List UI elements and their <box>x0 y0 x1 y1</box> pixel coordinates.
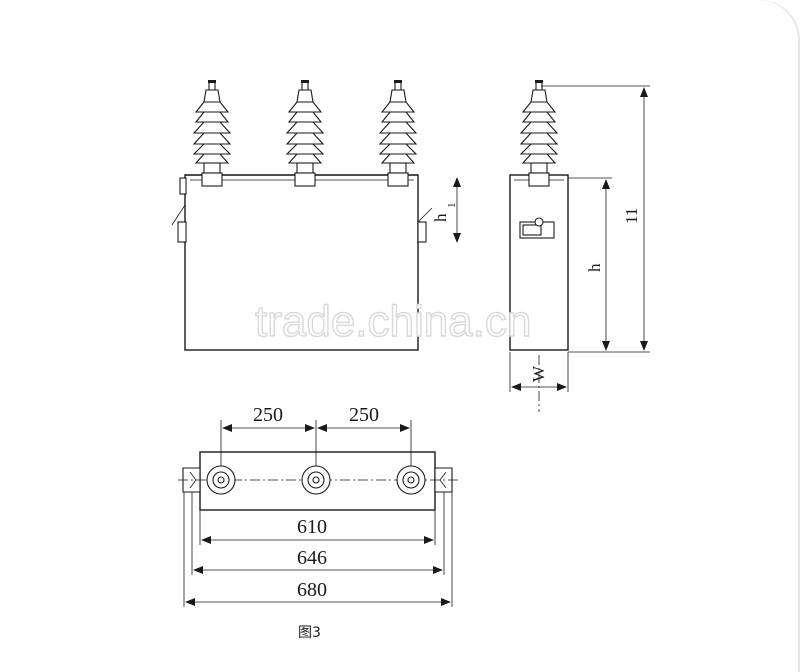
mid-width-label: 646 <box>297 547 327 569</box>
bushing-2-icon <box>286 79 324 187</box>
inner-width-label: 610 <box>297 516 327 538</box>
figure-caption: 图3 <box>298 625 321 641</box>
capacitor-body-side <box>509 174 569 351</box>
width-label: W <box>529 365 548 382</box>
bushing-3-icon <box>379 79 417 187</box>
watermark-text: trade.china.cn <box>255 297 531 346</box>
mounting-bracket-right <box>417 221 427 243</box>
top-view: 250 250 610 646 680 <box>178 404 458 607</box>
h-label: h <box>585 263 604 272</box>
bushing-1-icon <box>193 79 231 187</box>
terminal-3-icon <box>396 465 426 495</box>
terminal-2-icon <box>301 465 331 495</box>
front-view: h 1 <box>171 79 461 351</box>
pitch-right-label: 250 <box>349 404 379 426</box>
side-view: h 11 W <box>509 79 650 412</box>
mounting-bracket-left <box>177 221 187 243</box>
pitch-left-label: 250 <box>253 404 283 426</box>
capacitor-body-front <box>184 174 419 351</box>
terminal-1-icon <box>206 465 236 495</box>
h1-subscript: 1 <box>446 203 458 209</box>
bushing-side-icon <box>520 79 558 187</box>
h1-label: h <box>431 213 450 222</box>
total-height-label: 11 <box>622 208 641 224</box>
outer-width-label: 680 <box>297 579 327 601</box>
